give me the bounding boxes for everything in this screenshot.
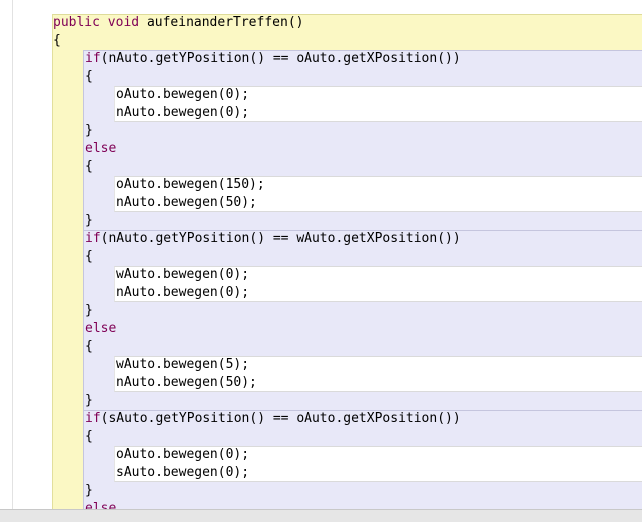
code-line-brace: } (85, 123, 93, 138)
code-line-brace: } (85, 303, 93, 318)
code-line-brace: } (85, 213, 93, 228)
keyword-void: void (107, 15, 140, 30)
gutter-line (12, 0, 13, 509)
code-line-brace: { (85, 159, 93, 174)
keyword-if: if (85, 411, 101, 426)
code-line-statement: nAuto.bewegen(0); (116, 105, 250, 120)
code-line-statement: nAuto.bewegen(0); (116, 285, 250, 300)
code-line-brace: { (85, 249, 93, 264)
keyword-else: else (85, 141, 117, 156)
if-block-1-then-scope (114, 86, 642, 122)
code-line-statement: oAuto.bewegen(0); (116, 87, 250, 102)
keyword-else: else (85, 501, 117, 509)
code-editor[interactable]: public void aufeinanderTreffen() { if(nA… (0, 0, 642, 509)
if-block-2-then-scope (114, 266, 642, 302)
code-line-brace: { (85, 339, 93, 354)
code-line-brace: } (85, 393, 93, 408)
if-block-1-else-scope (114, 176, 642, 212)
if-condition: (nAuto.getYPosition() == wAuto.getXPosit… (100, 231, 461, 246)
code-line-brace: } (85, 483, 93, 498)
if-block-3-then-scope (114, 446, 642, 482)
method-name: aufeinanderTreffen() (146, 15, 304, 30)
code-line-statement: wAuto.bewegen(5); (116, 357, 250, 372)
code-line-statement: oAuto.bewegen(150); (116, 177, 265, 192)
keyword-public: public (53, 15, 100, 30)
code-line-statement: nAuto.bewegen(50); (116, 195, 257, 210)
code-line-statement: sAuto.bewegen(0); (116, 465, 250, 480)
keyword-else: else (85, 321, 117, 336)
if-condition: (nAuto.getYPosition() == oAuto.getXPosit… (100, 51, 461, 66)
code-line-if-3: if(sAuto.getYPosition() == oAuto.getXPos… (85, 410, 461, 428)
code-line-statement: wAuto.bewegen(0); (116, 267, 250, 282)
code-line-brace: { (85, 69, 93, 84)
code-line-statement: nAuto.bewegen(50); (116, 375, 257, 390)
code-line-statement: oAuto.bewegen(0); (116, 447, 250, 462)
if-block-2-else-scope (114, 356, 642, 392)
keyword-if: if (85, 231, 101, 246)
code-line-method-open-brace: { (53, 33, 61, 48)
code-line-if-2: if(nAuto.getYPosition() == wAuto.getXPos… (85, 230, 461, 248)
code-line-brace: { (85, 429, 93, 444)
if-condition: (sAuto.getYPosition() == oAuto.getXPosit… (100, 411, 461, 426)
horizontal-scrollbar[interactable] (0, 509, 642, 522)
keyword-if: if (85, 51, 101, 66)
code-line-method-signature: public void aufeinanderTreffen() (53, 14, 303, 32)
code-line-if-1: if(nAuto.getYPosition() == oAuto.getXPos… (85, 50, 461, 68)
